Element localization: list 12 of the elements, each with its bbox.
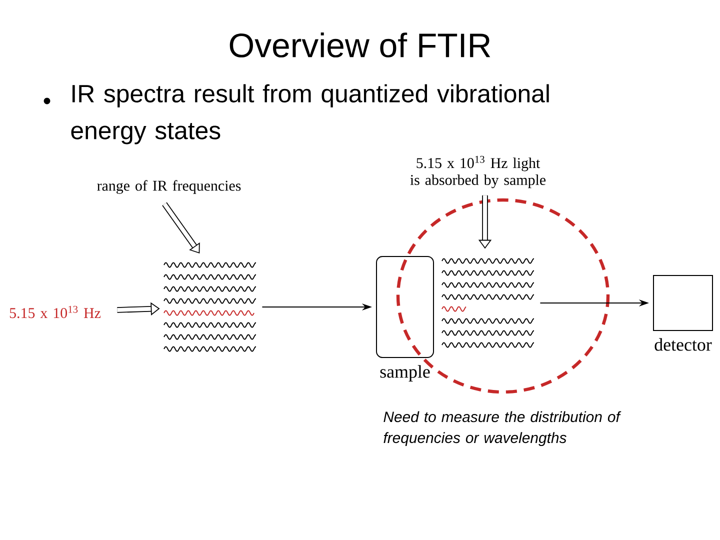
node-label: detector <box>654 338 712 351</box>
note-text: Need to measure the distribution of frequencies or wavelengths <box>384 411 622 446</box>
slide-title: Overview of FTIR <box>230 32 490 58</box>
text-label: 5.15 x 10$^{13}$ Hz light is absorbed by sample <box>410 156 546 188</box>
waves-drawing <box>164 262 256 352</box>
box <box>653 275 713 331</box>
bullet-text: IR spectra result from quantized vibrational energy states <box>71 84 549 144</box>
box <box>376 256 434 358</box>
node-label: sample <box>380 365 430 382</box>
text-label: range of IR frequencies <box>97 180 241 194</box>
waves-drawing <box>442 258 534 348</box>
text-label: 5.15 x 10$^{13}$ Hz <box>10 306 101 318</box>
